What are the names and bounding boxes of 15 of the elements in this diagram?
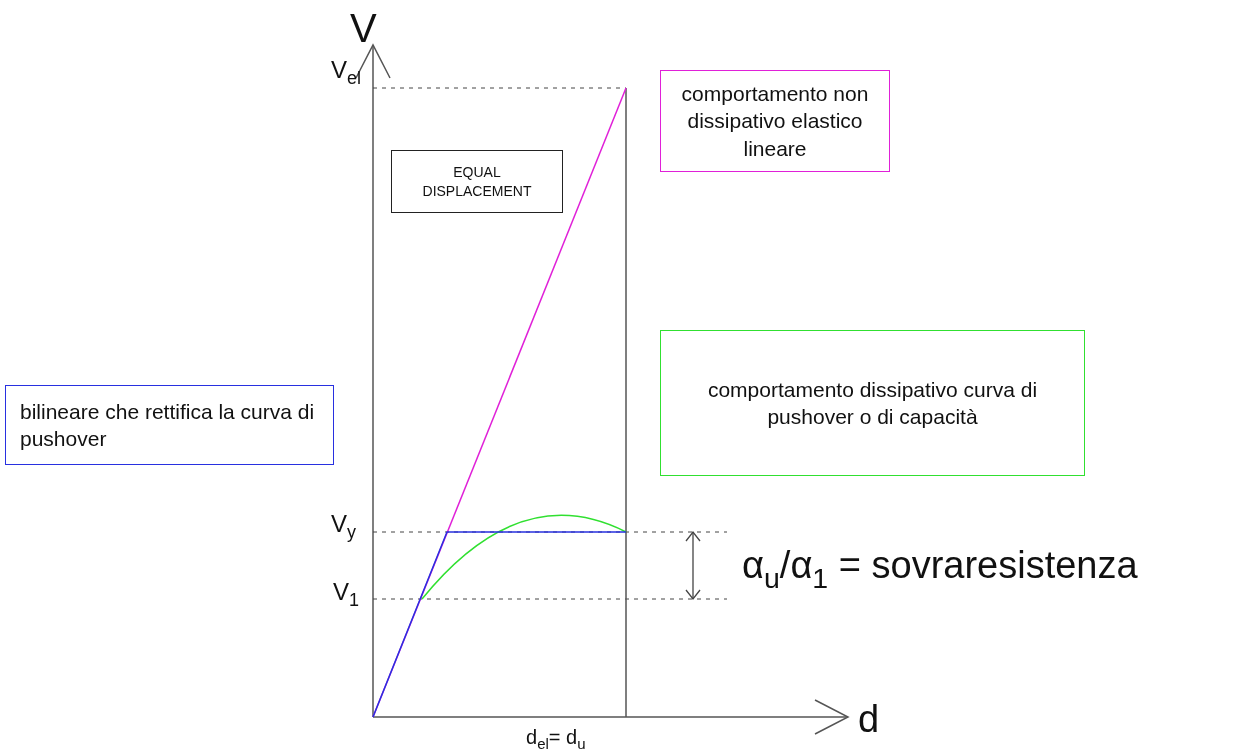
annotation-text: comportamento non dissipativo elastico lineare xyxy=(680,81,870,162)
axis-value-label: V$_{y}$ xyxy=(331,512,356,542)
annotation-text: comportamento dissipativo curva di pushover o di capacità xyxy=(706,376,1039,430)
annotation-box xyxy=(660,330,1085,476)
formula-label: α$_{u}$/α$_{1}$ = sovraresistenza xyxy=(742,546,1138,593)
axis-value-label: V$_{el}$ xyxy=(331,58,362,88)
axis-label: V xyxy=(350,8,377,48)
annotation-box xyxy=(391,150,563,213)
annotation-box xyxy=(660,70,890,172)
annotation-text: bilineare che rettifica la curva di pushover xyxy=(20,398,316,452)
annotation-box xyxy=(5,385,334,465)
annotation-text: EQUAL DISPLACEMENT xyxy=(421,163,533,200)
axis-value-label: d$_{el}$= d$_{u}$ xyxy=(526,727,586,752)
axis-value-label: V$_{1}$ xyxy=(333,580,360,610)
axis-label: d xyxy=(858,700,880,738)
